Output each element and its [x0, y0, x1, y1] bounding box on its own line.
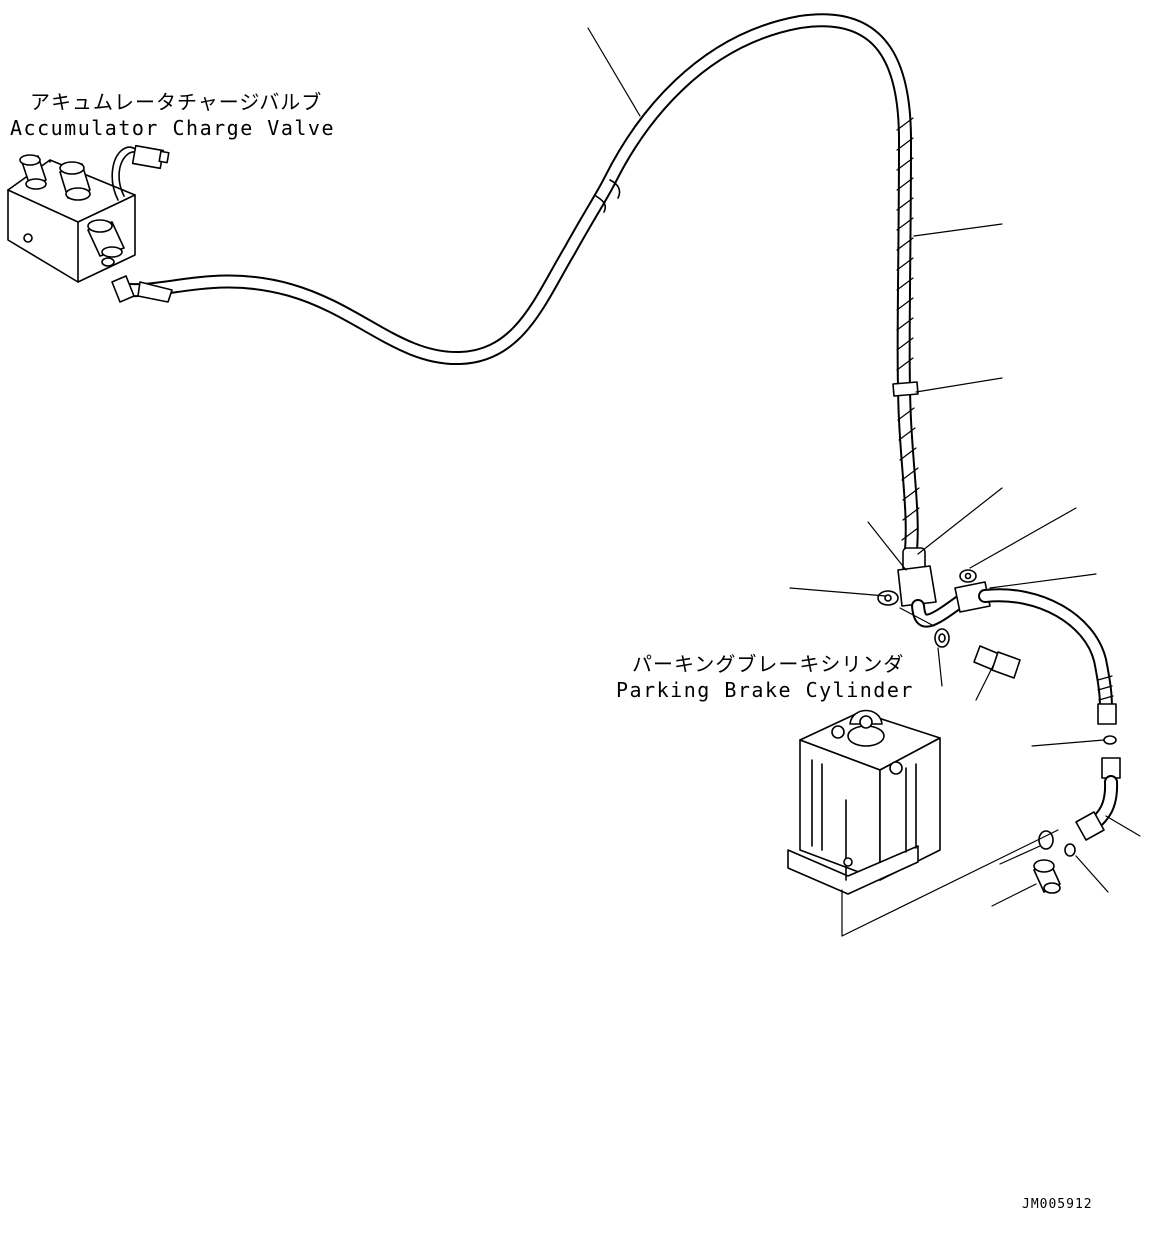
main-hose [111, 13, 919, 567]
accumulator-valve-label-en: Accumulator Charge Valve [10, 116, 335, 140]
clamp-elbow-assembly [877, 547, 1021, 679]
parking-cylinder-label-en: Parking Brake Cylinder [616, 678, 914, 702]
drawing-code: JM005912 [1022, 1197, 1093, 1212]
parking-brake-cylinder [787, 709, 941, 895]
leader-lines [587, 27, 1141, 937]
parking-cylinder-label-jp: パーキングブレーキシリンダ [632, 652, 905, 676]
accumulator-valve-label-jp: アキュムレータチャージバルブ [30, 90, 323, 114]
spiral-guard [892, 117, 920, 541]
secondary-hose [978, 588, 1121, 894]
accumulator-charge-valve-block [7, 144, 170, 283]
